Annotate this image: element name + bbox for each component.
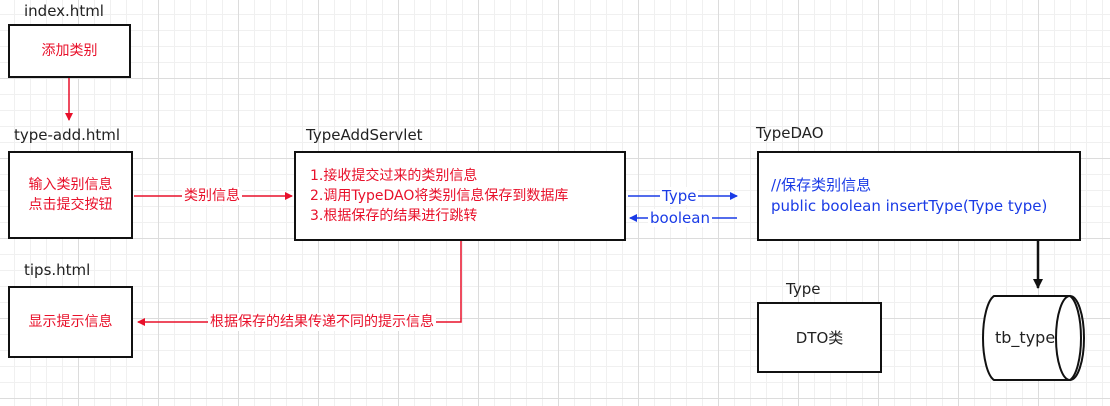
index-title: index.html xyxy=(24,2,104,20)
dao-title: TypeDAO xyxy=(756,124,824,142)
db-label: tb_type xyxy=(995,328,1056,347)
tips-box[interactable]: 显示提示信息 xyxy=(8,286,133,358)
servlet-line-1: 1.接收提交过来的类别信息 xyxy=(310,168,478,184)
servlet-line-3: 3.根据保存的结果进行跳转 xyxy=(310,208,478,224)
index-box-text: 添加类别 xyxy=(41,43,98,59)
arrow-servlet-to-tips xyxy=(137,241,462,326)
tips-box-text: 显示提示信息 xyxy=(28,314,113,330)
edge-label-type: Type xyxy=(660,187,699,205)
dao-comment: //保存类别信息 xyxy=(771,176,872,194)
db-cylinder-icon[interactable] xyxy=(974,294,1092,384)
tips-title: tips.html xyxy=(24,261,91,279)
index-box[interactable]: 添加类别 xyxy=(8,24,131,78)
type-box[interactable]: DTO类 xyxy=(757,302,882,373)
dao-box[interactable]: //保存类别信息 public boolean insertType(Type … xyxy=(757,151,1081,241)
servlet-line-2: 2.调用TypeDAO将类别信息保存到数据库 xyxy=(310,188,569,204)
edge-label-boolean: boolean xyxy=(648,209,712,227)
type-add-line-2: 点击提交按钮 xyxy=(28,197,113,213)
dao-method: public boolean insertType(Type type) xyxy=(771,197,1048,215)
type-add-line-1: 输入类别信息 xyxy=(28,177,113,193)
edge-label-category-info: 类别信息 xyxy=(182,187,242,205)
edge-label-tips-msg: 根据保存的结果传递不同的提示信息 xyxy=(208,313,436,331)
type-add-box[interactable]: 输入类别信息 点击提交按钮 xyxy=(8,151,133,239)
servlet-box[interactable]: 1.接收提交过来的类别信息 2.调用TypeDAO将类别信息保存到数据库 3.根… xyxy=(294,151,626,241)
servlet-title: TypeAddServlet xyxy=(306,126,423,144)
type-add-title: type-add.html xyxy=(14,126,121,144)
type-box-text: DTO类 xyxy=(795,328,844,347)
type-title: Type xyxy=(786,280,821,298)
